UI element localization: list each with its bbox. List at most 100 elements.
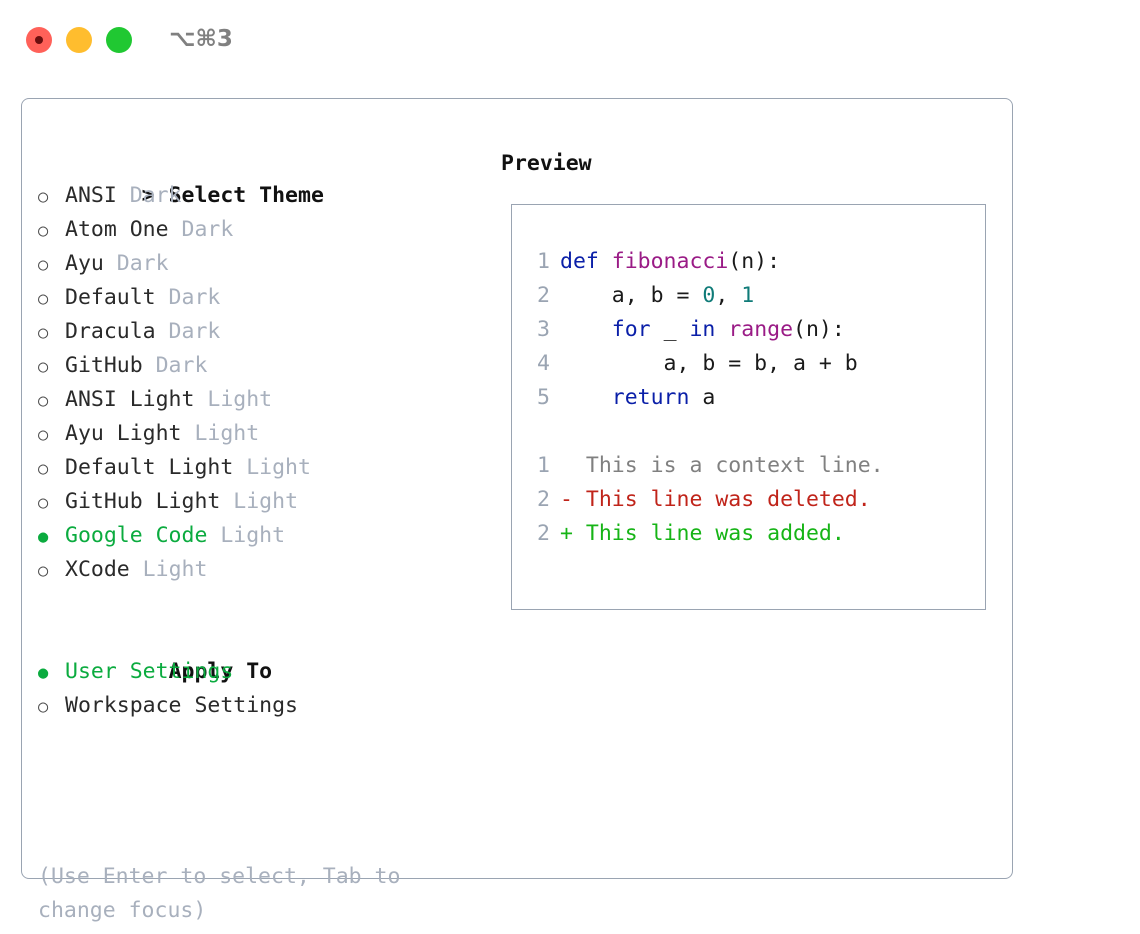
code-token-fn: fibonacci	[611, 249, 729, 274]
theme-list-item[interactable]: ● Google Code Light	[38, 519, 478, 553]
radio-unselected-icon: ○	[38, 561, 49, 581]
theme-item-label: Ayu	[65, 251, 104, 276]
apply-to-item[interactable]: ○ Workspace Settings	[38, 689, 478, 723]
radio-unselected-icon: ○	[38, 391, 49, 411]
diff-text: This is a context line.	[585, 453, 884, 478]
select-theme-heading-label: Select Theme	[168, 183, 324, 208]
theme-item-label: ANSI	[65, 183, 117, 208]
dialog-panel: >Select Theme ○ANSI Dark○Atom One Dark○A…	[21, 98, 1013, 923]
code-token-num: 0	[702, 283, 716, 308]
code-token-num: 1	[741, 283, 755, 308]
radio-unselected-icon: ○	[38, 187, 49, 207]
radio-unselected-icon: ○	[38, 357, 49, 377]
theme-item-category: Light	[220, 489, 299, 514]
theme-item-category: Dark	[155, 285, 221, 310]
code-line: 4 a, b = b, a + b	[526, 347, 977, 381]
code-line-number: 3	[537, 317, 550, 342]
theme-item-label: Default Light	[65, 455, 234, 480]
code-line-number: 4	[537, 351, 550, 376]
theme-item-label: XCode	[65, 557, 130, 582]
diff-line: 2- This line was deleted.	[526, 483, 977, 517]
theme-list-item[interactable]: ○Ayu Light Light	[38, 417, 478, 451]
theme-list-item[interactable]: ○Ayu Dark	[38, 247, 478, 281]
apply-to-list: ●User Settings ○ Workspace Settings	[38, 655, 478, 723]
apply-to-item-label: User Settings	[65, 659, 234, 684]
code-token-pl: a, b = b, a + b	[560, 351, 858, 376]
theme-item-label: ANSI Light	[65, 387, 195, 412]
window-shortcut-label: ⌥⌘3	[169, 26, 233, 52]
code-token-pl: a, b =	[560, 283, 703, 308]
theme-item-label: Dracula	[65, 319, 156, 344]
code-token-pl	[560, 385, 612, 410]
theme-list-item[interactable]: ○ ANSI Light Light	[38, 383, 478, 417]
radio-unselected-icon: ○	[38, 459, 49, 479]
diff-line: 1 This is a context line.	[526, 449, 977, 483]
code-token-pl: ,	[715, 283, 742, 308]
theme-selector-column: >Select Theme ○ANSI Dark○Atom One Dark○A…	[38, 145, 478, 723]
theme-list-item[interactable]: ○XCode Light	[38, 553, 478, 587]
code-token-fn: range	[728, 317, 794, 342]
theme-item-label: Default	[65, 285, 156, 310]
theme-item-label: Atom One	[65, 217, 169, 242]
code-line-text: for _ in range(n):	[550, 317, 845, 342]
caret-icon: >	[141, 183, 155, 208]
radio-unselected-icon: ○	[38, 221, 49, 241]
diff-line-text: - This line was deleted.	[550, 487, 871, 512]
code-token-pl: (n):	[728, 249, 781, 274]
diff-line-number: 1	[537, 453, 550, 478]
theme-item-category: Dark	[116, 183, 182, 208]
radio-unselected-icon: ○	[38, 255, 49, 275]
theme-list-item[interactable]: ○ GitHub Light Light	[38, 485, 478, 519]
theme-list-item[interactable]: ○ ANSI Dark	[38, 179, 478, 213]
code-token-kw: def	[560, 249, 612, 274]
code-token-kw: for	[611, 317, 651, 342]
theme-list: ○ANSI Dark○Atom One Dark○Ayu Dark○Defaul…	[38, 179, 478, 587]
apply-to-heading: ○Apply To	[38, 621, 478, 684]
theme-item-category: Dark	[142, 353, 208, 378]
apply-to-heading-label: Apply To	[168, 659, 273, 684]
code-line-number: 1	[537, 249, 550, 274]
maximize-button[interactable]	[106, 27, 132, 53]
theme-item-category: Dark	[155, 319, 221, 344]
diff-line-text: + This line was added.	[550, 521, 845, 546]
minimize-button[interactable]	[66, 27, 92, 53]
theme-item-label: GitHub	[65, 353, 143, 378]
theme-list-item[interactable]: ○ Dracula Dark	[38, 315, 478, 349]
code-line-number: 2	[537, 283, 550, 308]
apply-to-item-label: Workspace Settings	[65, 693, 298, 718]
code-token-pl: _	[650, 317, 690, 342]
theme-item-category: Light	[207, 523, 286, 548]
theme-item-category: Light	[181, 421, 260, 446]
code-line: 3 for _ in range(n):	[526, 313, 977, 347]
diff-line-number: 2	[537, 487, 550, 512]
select-theme-heading: > Select Theme	[38, 145, 478, 208]
spacer-row	[38, 587, 478, 621]
theme-item-label: GitHub Light	[65, 489, 221, 514]
code-line: 2 a, b = 0, 1	[526, 279, 977, 313]
theme-list-item[interactable]: ○ GitHub Dark	[38, 349, 478, 383]
code-line-text: return a	[550, 385, 716, 410]
theme-item-category: Light	[194, 387, 273, 412]
close-icon	[35, 36, 43, 44]
theme-list-item[interactable]: ○Default Dark	[38, 281, 478, 315]
diff-text: This line was added.	[585, 521, 845, 546]
theme-list-item[interactable]: ○Atom One Dark	[38, 213, 478, 247]
radio-selected-icon: ●	[38, 527, 49, 547]
code-token-kw: in	[689, 317, 716, 342]
code-token-pl	[560, 317, 612, 342]
radio-unselected-icon: ○	[38, 697, 49, 717]
radio-unselected-icon: ○	[38, 323, 49, 343]
code-token-pl: a	[689, 385, 716, 410]
code-line-text: a, b = 0, 1	[550, 283, 754, 308]
diff-line: 2+ This line was added.	[526, 517, 977, 551]
theme-item-label: Google Code	[65, 523, 208, 548]
code-line-text: def fibonacci(n):	[550, 249, 780, 274]
theme-list-item[interactable]: ○Default Light Light	[38, 451, 478, 485]
apply-to-item[interactable]: ●User Settings	[38, 655, 478, 689]
diff-sign: +	[560, 521, 573, 546]
radio-unselected-icon: ○	[38, 493, 49, 513]
code-line-text: a, b = b, a + b	[550, 351, 858, 376]
